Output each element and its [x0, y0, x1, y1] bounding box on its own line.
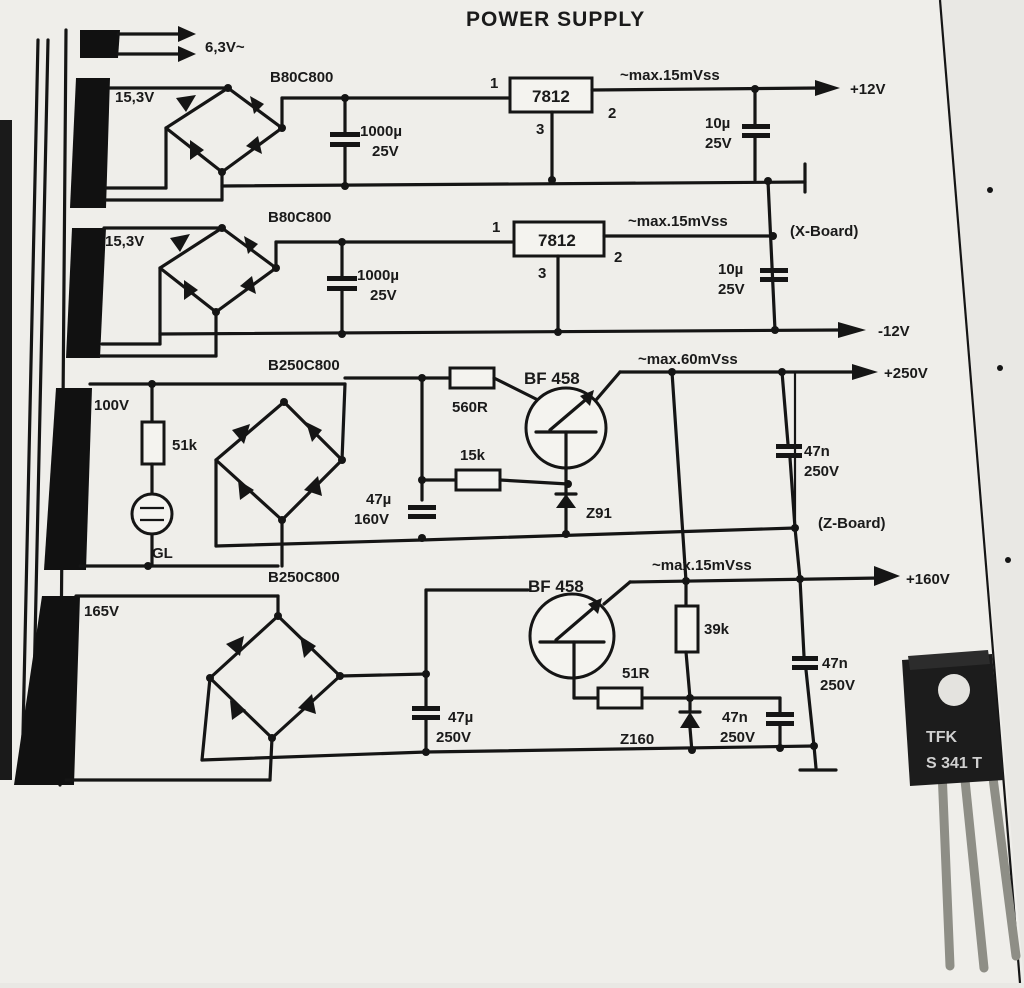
zener-label: Z91 [586, 505, 612, 522]
cap1-voltage: 25V [370, 287, 397, 304]
cap1-value: 1000µ [357, 267, 399, 284]
section-4-160v-supply: 165V B250C800 47µ 250V BF 458 51R [64, 557, 950, 782]
cap1-voltage: 250V [436, 729, 471, 746]
top-rail-taps: 6,3V~ [116, 26, 245, 62]
transistor-label: BF 458 [524, 369, 580, 388]
r1-label: 560R [452, 399, 488, 416]
z-board-bus [793, 526, 802, 581]
output-label: +160V [906, 571, 950, 588]
cap2-value: 10µ [718, 261, 743, 278]
bridge-label: B80C800 [268, 209, 331, 226]
cap1-value: 1000µ [360, 123, 402, 140]
pin1-label: 1 [490, 75, 498, 92]
cap2-value: 47n [804, 443, 830, 460]
ripple-link-line [670, 370, 688, 583]
cap2-voltage: 25V [705, 135, 732, 152]
winding-label: 165V [84, 603, 119, 620]
winding-label: 15,3V [115, 89, 154, 106]
cap3-voltage: 250V [720, 729, 755, 746]
photo-marking-line1: TFK [926, 729, 958, 746]
cap2-voltage: 250V [820, 677, 855, 694]
winding-label: 100V [94, 397, 129, 414]
output-label: -12V [878, 323, 910, 340]
page-border [938, 0, 1022, 984]
bridge-label: B80C800 [270, 69, 333, 86]
section-2-minus12v-supply: 15,3V B80C800 1000µ 25V -12V 7812 1 3 2 [98, 209, 910, 358]
cap2-voltage: 250V [804, 463, 839, 480]
bridge-label: B250C800 [268, 569, 340, 586]
cap3-value: 47n [722, 709, 748, 726]
output-label: +250V [884, 365, 928, 382]
r2-label: 51R [622, 665, 650, 682]
cap1-voltage: 25V [372, 143, 399, 160]
pin1-label: 1 [492, 219, 500, 236]
winding-label: 15,3V [105, 233, 144, 250]
section-3-250v-supply: 100V B250C800 51k GL 560R 15k [78, 351, 928, 570]
cap2-value: 10µ [705, 115, 730, 132]
bridge-label: B250C800 [268, 357, 340, 374]
zener-label: Z160 [620, 731, 654, 748]
margin-dot [987, 187, 993, 193]
ripple-label: ~max.60mVss [638, 351, 738, 368]
left-page-edge [0, 120, 12, 780]
photo-marking-line2: S 341 T [926, 755, 982, 772]
regulator-label: 7812 [538, 231, 576, 250]
margin-dot [1005, 557, 1011, 563]
board-label: (X-Board) [790, 223, 858, 240]
r1-label: 39k [704, 621, 730, 638]
resistor-gl-label: 51k [172, 437, 198, 454]
margin-dot [997, 365, 1003, 371]
pin2-label: 2 [614, 249, 622, 266]
transistor-label: BF 458 [528, 577, 584, 596]
cap2-voltage: 25V [718, 281, 745, 298]
cap1-value: 47µ [448, 709, 473, 726]
schematic-title: POWER SUPPLY [466, 8, 645, 31]
cap1-voltage: 160V [354, 511, 389, 528]
ripple-label: ~max.15mVss [620, 67, 720, 84]
transistor-photo: TFK S 341 T [902, 650, 1021, 973]
transformer-core [14, 28, 120, 787]
pin3-label: 3 [538, 265, 546, 282]
ripple-label: ~max.15mVss [628, 213, 728, 230]
cap2-value: 47n [822, 655, 848, 672]
section-1-12v-supply: 15,3V B80C800 1000µ 25V 7812 1 3 2 [104, 67, 885, 332]
cap1-value: 47µ [366, 491, 391, 508]
board-label: (Z-Board) [818, 515, 886, 532]
tap-label-6v3: 6,3V~ [205, 39, 245, 56]
r2-label: 15k [460, 447, 486, 464]
regulator-label: 7812 [532, 87, 570, 106]
pin3-label: 3 [536, 121, 544, 138]
output-label: +12V [850, 81, 885, 98]
pin2-label: 2 [608, 105, 616, 122]
lamp-label: GL [152, 545, 173, 562]
ripple-label: ~max.15mVss [652, 557, 752, 574]
